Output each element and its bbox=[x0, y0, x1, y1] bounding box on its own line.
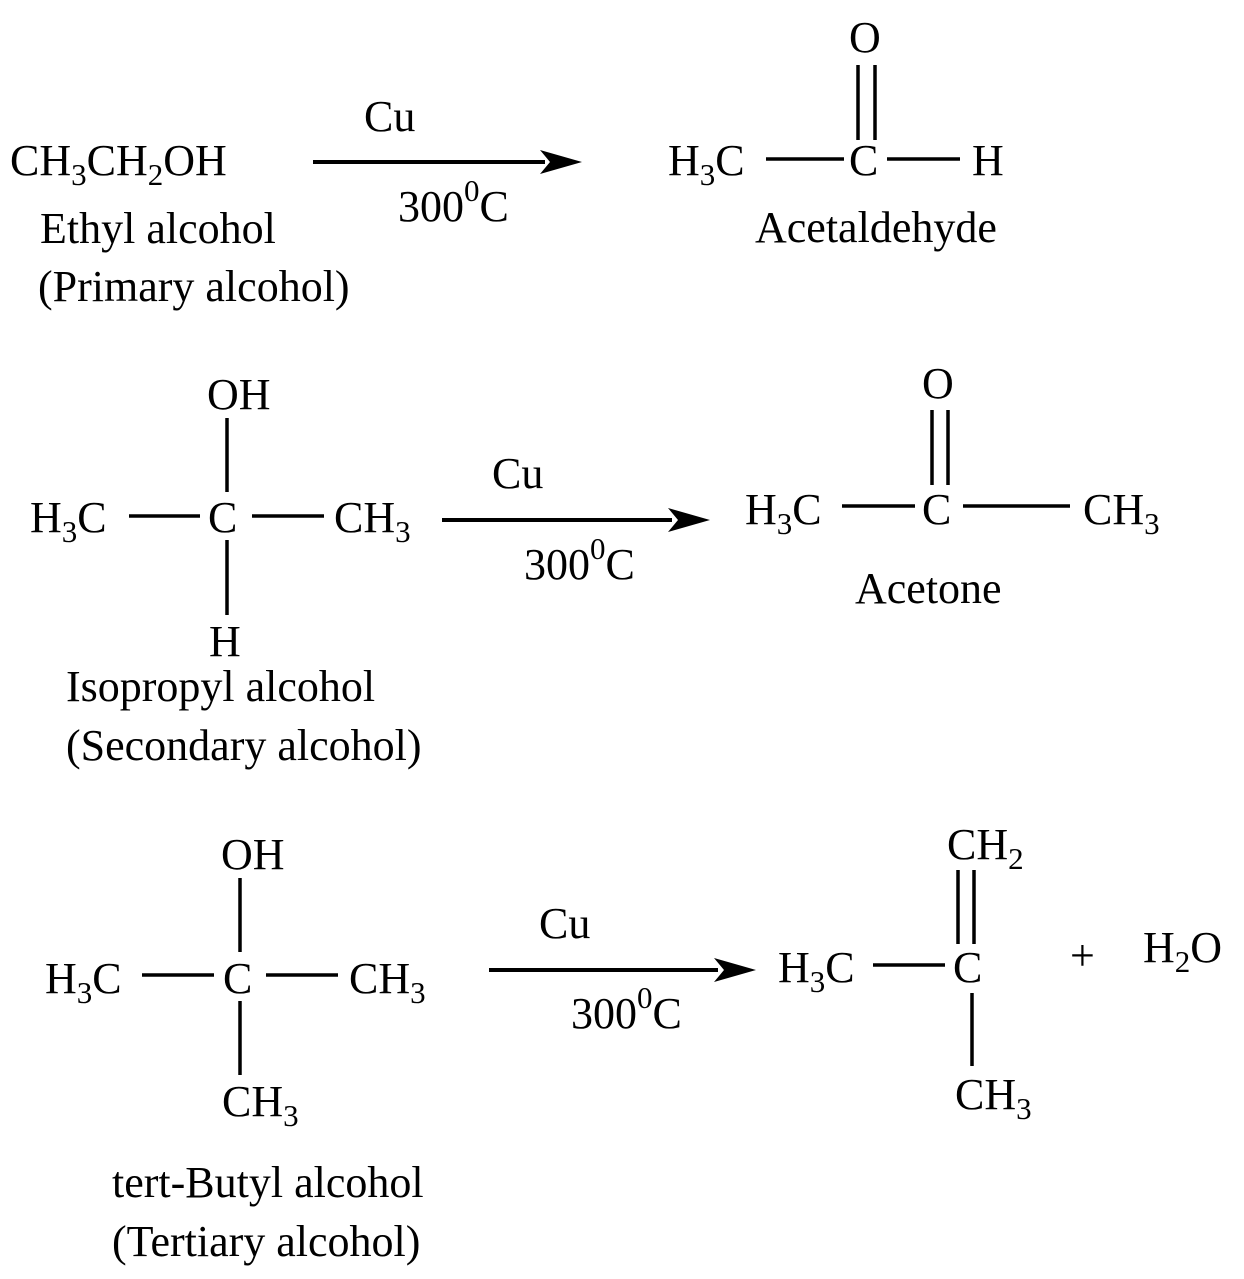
isobutylene-center-c: C bbox=[953, 943, 982, 992]
reaction-1-arrow-head bbox=[540, 150, 582, 174]
acetone-methyl-right: CH3 bbox=[1083, 485, 1160, 541]
acetaldehyde-o: O bbox=[849, 13, 881, 62]
isobutylene-ch2: CH2 bbox=[947, 820, 1024, 876]
acetone-name: Acetone bbox=[855, 564, 1002, 613]
tbutanol-oh: OH bbox=[221, 830, 285, 879]
acetaldehyde-name: Acetaldehyde bbox=[755, 203, 997, 252]
reaction-1: CH3CH2OH Ethyl alcohol (Primary alcohol)… bbox=[10, 13, 1004, 311]
ethanol-class: (Primary alcohol) bbox=[38, 262, 350, 311]
isopropanol-class: (Secondary alcohol) bbox=[66, 721, 422, 770]
tbutanol-class: (Tertiary alcohol) bbox=[112, 1217, 420, 1266]
plus-sign: + bbox=[1070, 931, 1095, 980]
isopropanol-methyl-right: CH3 bbox=[334, 493, 411, 549]
acetaldehyde-methyl: H3C bbox=[668, 136, 745, 192]
reaction-3-condition: 3000C bbox=[571, 980, 682, 1038]
isopropanol-name: Isopropyl alcohol bbox=[66, 662, 375, 711]
ethanol-formula: CH3CH2OH bbox=[10, 136, 227, 192]
reaction-3-reagent: Cu bbox=[539, 899, 590, 948]
isobutylene-methyl-left: H3C bbox=[778, 943, 855, 999]
acetone-o: O bbox=[922, 359, 954, 408]
ethanol-name: Ethyl alcohol bbox=[40, 204, 276, 253]
reaction-1-condition: 3000C bbox=[398, 173, 509, 231]
reaction-2: OH H3C C CH3 H Isopropyl alcohol (Second… bbox=[30, 359, 1160, 770]
reaction-2-reagent: Cu bbox=[492, 449, 543, 498]
isopropanol-methyl-left: H3C bbox=[30, 493, 107, 549]
isopropanol-oh: OH bbox=[207, 370, 271, 419]
tbutanol-center-c: C bbox=[223, 954, 252, 1003]
tbutanol-methyl-left: H3C bbox=[45, 954, 122, 1010]
reaction-2-arrow-head bbox=[668, 508, 710, 532]
isobutylene-methyl-bottom: CH3 bbox=[955, 1070, 1032, 1126]
tbutanol-name: tert-Butyl alcohol bbox=[112, 1158, 424, 1207]
isopropanol-center-c: C bbox=[208, 493, 237, 542]
acetaldehyde-h: H bbox=[972, 136, 1004, 185]
tbutanol-methyl-right: CH3 bbox=[349, 954, 426, 1010]
acetaldehyde-center-c: C bbox=[849, 136, 878, 185]
reaction-1-reagent: Cu bbox=[364, 92, 415, 141]
acetone-methyl-left: H3C bbox=[745, 485, 822, 541]
isopropanol-h: H bbox=[209, 617, 241, 666]
tbutanol-methyl-bottom: CH3 bbox=[222, 1077, 299, 1133]
reaction-2-condition: 3000C bbox=[524, 531, 635, 589]
water: H2O bbox=[1143, 923, 1222, 979]
reaction-3-arrow-head bbox=[714, 958, 756, 982]
acetone-center-c: C bbox=[922, 485, 951, 534]
reaction-3: OH H3C C CH3 CH3 tert-Butyl alcohol (Ter… bbox=[45, 820, 1222, 1266]
